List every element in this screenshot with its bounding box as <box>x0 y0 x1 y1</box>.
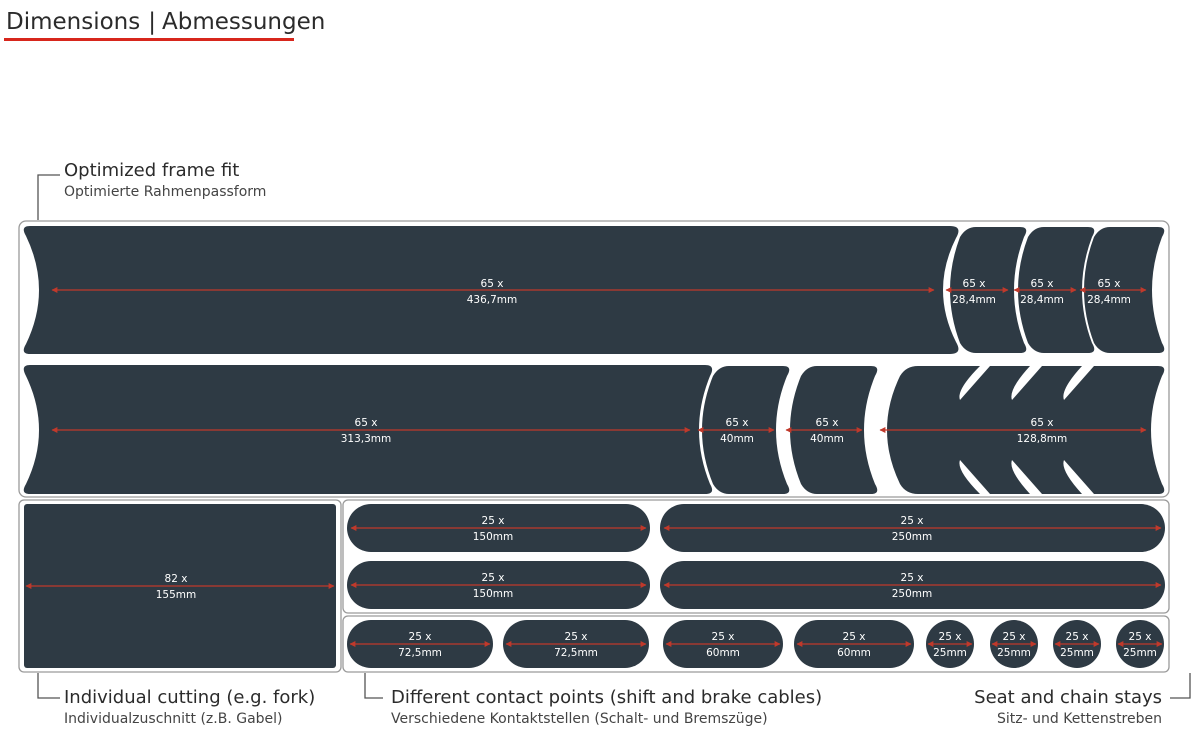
cutting-bracket <box>37 673 60 699</box>
label-w: 25 x <box>482 572 505 584</box>
label-l: 72,5mm <box>554 647 598 659</box>
label-w: 65 x <box>355 417 378 429</box>
label-w: 65 x <box>816 417 839 429</box>
cutting-outline <box>18 499 342 673</box>
label-l: 313,3mm <box>341 433 392 445</box>
label-w: 25 x <box>1003 631 1026 643</box>
title-separator: | <box>148 9 156 35</box>
title-de: Abmessungen <box>162 9 326 35</box>
label-l: 250mm <box>892 531 933 543</box>
contact-bracket <box>364 673 383 699</box>
callout-en: Individual cutting (e.g. fork) <box>64 687 316 708</box>
label-w: 65 x <box>963 278 986 290</box>
title-en: Dimensions <box>6 9 141 35</box>
callout-stays: Seat and chain stays Sitz- und Kettenstr… <box>974 687 1162 729</box>
label-l: 28,4mm <box>1087 294 1131 306</box>
label-w: 25 x <box>843 631 866 643</box>
label-w: 65 x <box>1098 278 1121 290</box>
callout-de: Verschiedene Kontaktstellen (Schalt- und… <box>391 711 768 727</box>
frame-fit-bracket <box>37 174 60 220</box>
label-l: 436,7mm <box>467 294 518 306</box>
label-l: 72,5mm <box>398 647 442 659</box>
label-l: 150mm <box>473 588 514 600</box>
label-l: 250mm <box>892 588 933 600</box>
label-l: 40mm <box>810 433 844 445</box>
label-w: 25 x <box>565 631 588 643</box>
label-w: 25 x <box>939 631 962 643</box>
label-l: 150mm <box>473 531 514 543</box>
callout-en: Seat and chain stays <box>974 687 1162 708</box>
label-l: 25mm <box>1060 647 1094 659</box>
callout-contact: Different contact points (shift and brak… <box>391 687 822 729</box>
label-w: 25 x <box>712 631 735 643</box>
callout-en: Optimized frame fit <box>64 160 240 181</box>
callout-de: Sitz- und Kettenstreben <box>997 711 1162 727</box>
label-l: 25mm <box>997 647 1031 659</box>
stays-bracket <box>1170 673 1191 699</box>
label-l: 40mm <box>720 433 754 445</box>
callout-de: Individualzuschnitt (z.B. Gabel) <box>64 711 283 727</box>
label-w: 25 x <box>409 631 432 643</box>
label-w: 65 x <box>1031 417 1054 429</box>
callout-de: Optimierte Rahmenpassform <box>64 184 267 200</box>
label-w: 65 x <box>726 417 749 429</box>
label-l: 60mm <box>837 647 871 659</box>
label-w: 82 x <box>165 573 188 585</box>
label-w: 25 x <box>901 515 924 527</box>
label-l: 28,4mm <box>952 294 996 306</box>
label-w: 65 x <box>1031 278 1054 290</box>
cable-strips-outline <box>342 499 1170 614</box>
label-l: 25mm <box>1123 647 1157 659</box>
callout-frame-fit: Optimized frame fit Optimierte Rahmenpas… <box>64 160 266 202</box>
frame-set-outline <box>18 220 1170 498</box>
label-w: 65 x <box>481 278 504 290</box>
label-w: 25 x <box>901 572 924 584</box>
label-l: 128,8mm <box>1017 433 1068 445</box>
label-l: 28,4mm <box>1020 294 1064 306</box>
callout-cutting: Individual cutting (e.g. fork) Individua… <box>64 687 315 729</box>
title-underline <box>4 38 294 41</box>
label-l: 60mm <box>706 647 740 659</box>
small-pads-outline <box>342 615 1170 673</box>
label-l: 155mm <box>156 589 197 601</box>
label-w: 25 x <box>1129 631 1152 643</box>
callout-en: Different contact points (shift and brak… <box>391 687 823 708</box>
label-w: 25 x <box>1066 631 1089 643</box>
page-title: Dimensions |Abmessungen <box>6 8 325 36</box>
label-w: 25 x <box>482 515 505 527</box>
label-l: 25mm <box>933 647 967 659</box>
